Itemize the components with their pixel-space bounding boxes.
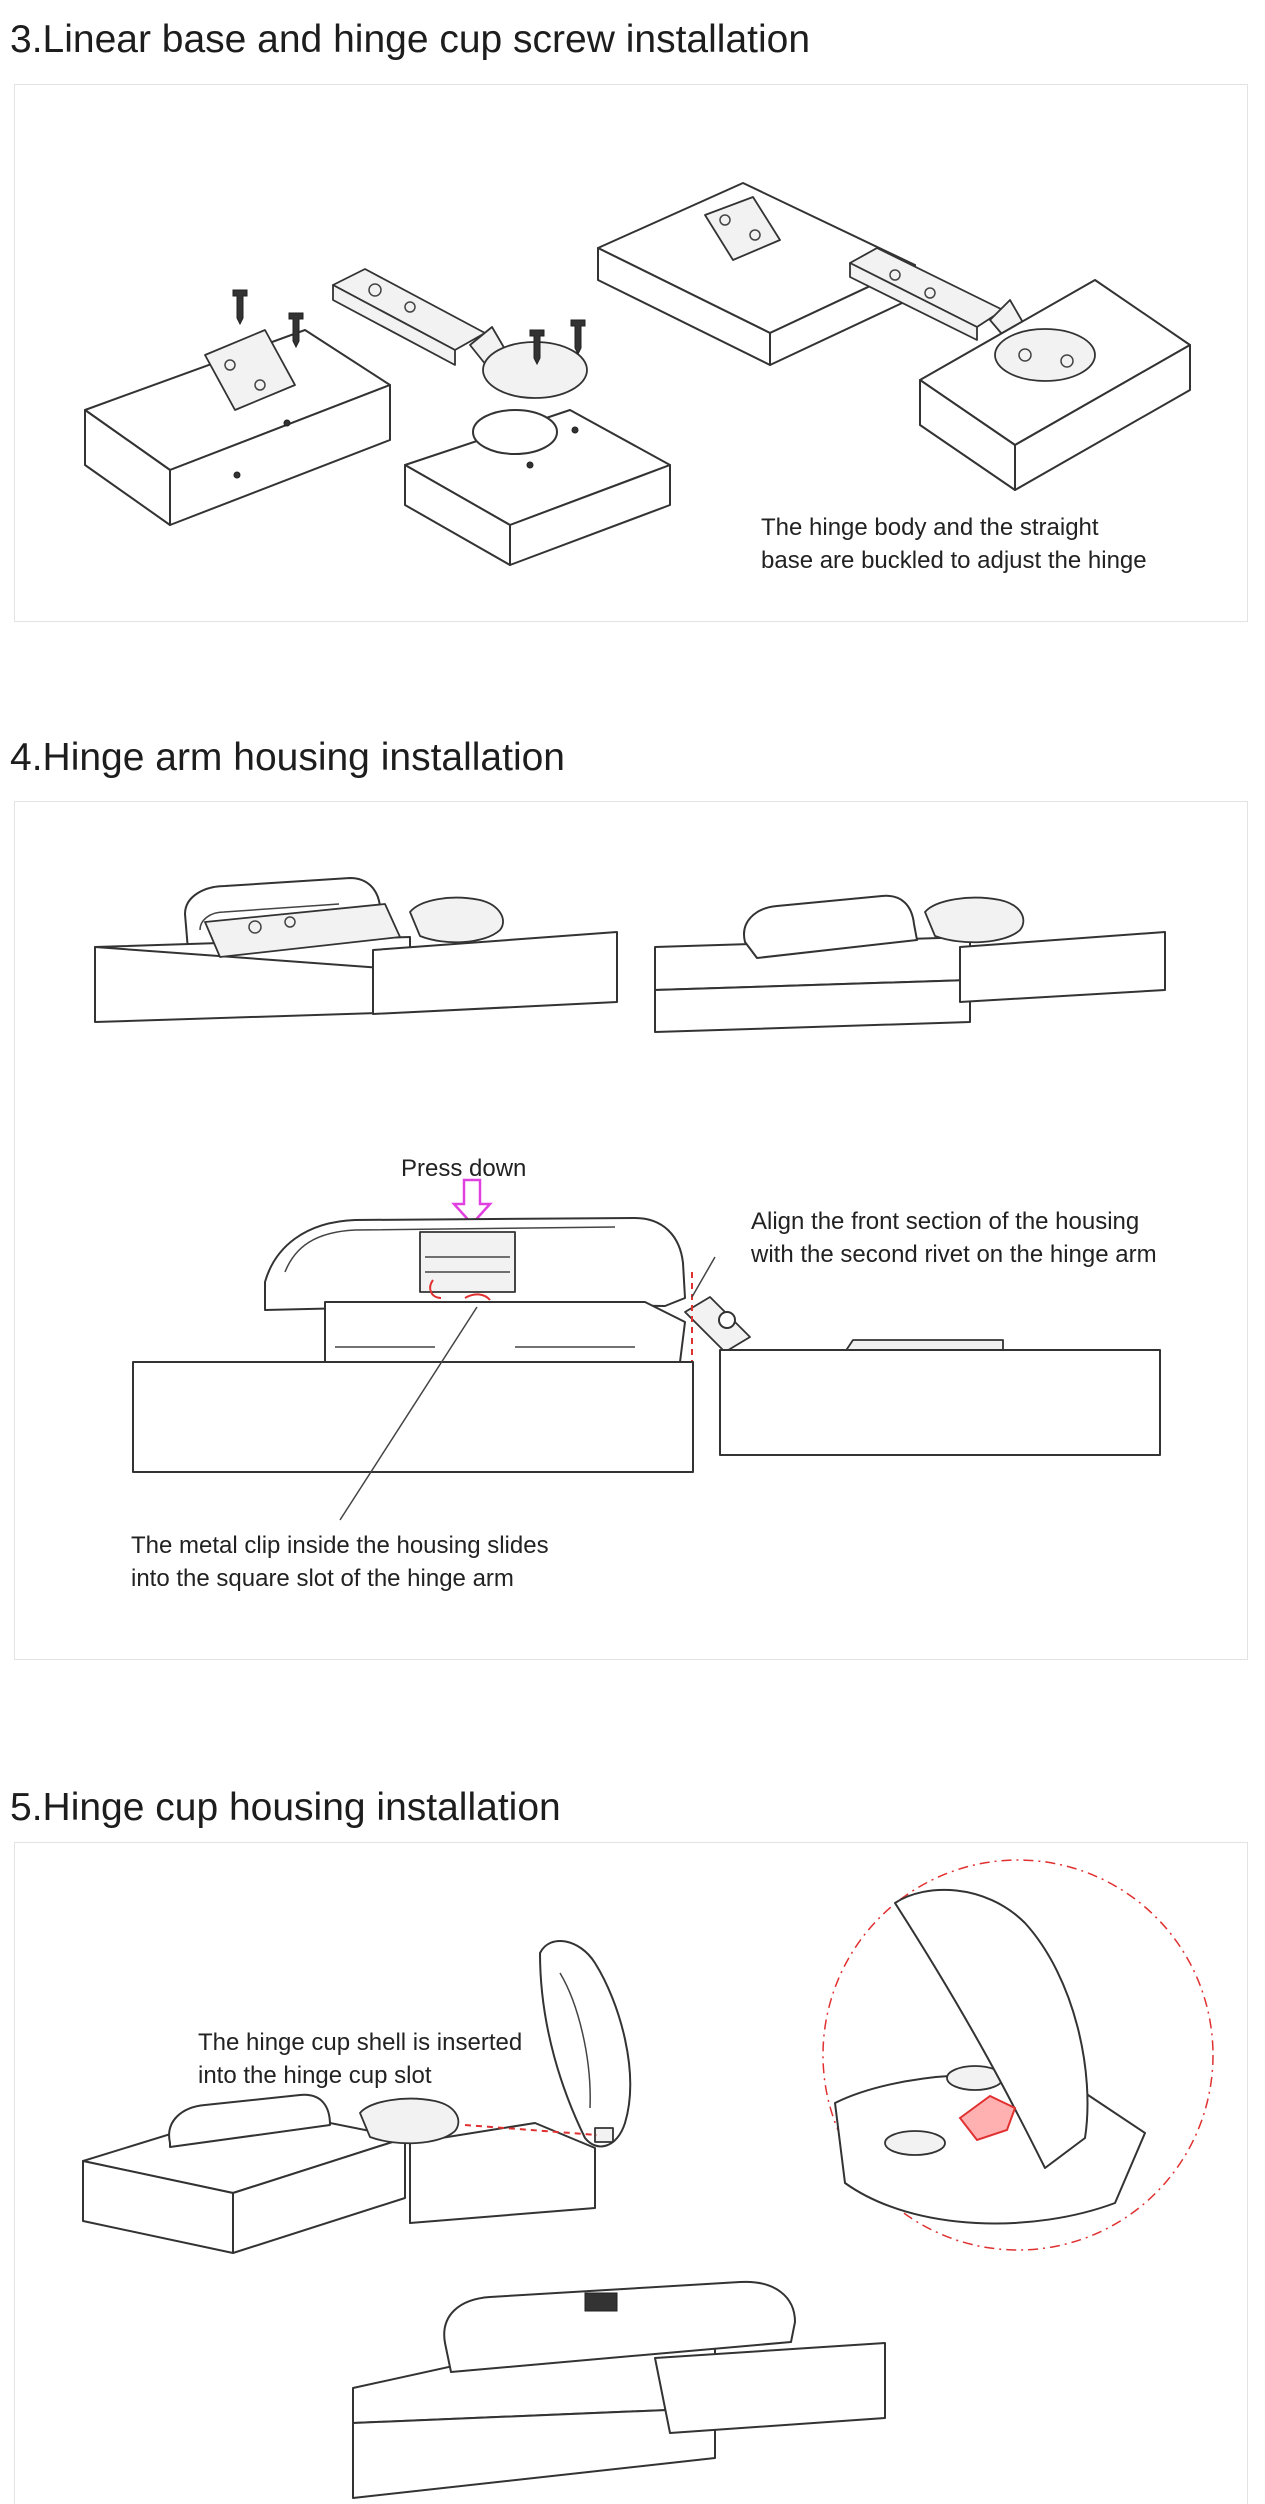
section-4-panel: Press down Align the front section of th… — [14, 801, 1248, 1660]
section-4-title: 4.Hinge arm housing installation — [10, 736, 565, 779]
cup-shell-exploded — [539, 1939, 632, 2148]
press-down-label: Press down — [401, 1155, 527, 1182]
linear-base-plate — [204, 329, 296, 479]
assembled-boards-top-right — [654, 931, 1166, 1033]
bottom-assembled-housing — [443, 2280, 796, 2373]
assembled-hinge-arm — [849, 247, 1026, 341]
section-3-illustration — [84, 182, 1191, 566]
bottom-assembled-boards — [352, 2342, 886, 2499]
section-3-caption: The hinge body and the straight base are… — [761, 514, 1147, 574]
clip-leader-line — [339, 1306, 478, 1521]
insertion-dash-line — [464, 2124, 598, 2136]
cup-board — [404, 409, 671, 566]
clip-caption: The metal clip inside the housing slides… — [131, 1532, 549, 1592]
press-down-arrow-icon — [451, 1178, 493, 1226]
section-5-title: 5.Hinge cup housing installation — [10, 1786, 561, 1829]
assembled-cup-board — [919, 279, 1191, 491]
cup-hole — [472, 409, 558, 455]
hinge-arm-exploded — [332, 268, 588, 399]
section-3-panel: The hinge body and the straight base are… — [14, 84, 1248, 622]
align-caption: Align the front section of the housing w… — [751, 1208, 1157, 1268]
section-5-caption: The hinge cup shell is inserted into the… — [198, 2029, 523, 2089]
section-view-boards — [132, 1346, 1161, 1473]
section-5-panel: The hinge cup shell is inserted into the… — [14, 1842, 1248, 2504]
screw-icon-4 — [570, 319, 586, 356]
arm-housing — [168, 2093, 331, 2148]
cup-plate — [359, 2097, 460, 2145]
hinge-arm-top-left — [204, 896, 504, 958]
assembled-housing-top-right — [743, 894, 1025, 959]
detail-zoom-circle — [822, 1859, 1214, 2251]
left-boards-top — [94, 931, 618, 1023]
screw-icon-3 — [529, 329, 545, 366]
screw-icon-1 — [232, 289, 248, 326]
screw-icon-2 — [288, 312, 304, 349]
section-5-illustration — [82, 1859, 1214, 2499]
section-3-title: 3.Linear base and hinge cup screw instal… — [10, 18, 811, 61]
section-4-illustration — [94, 877, 1166, 1521]
left-boards — [82, 2107, 596, 2254]
left-board — [84, 289, 391, 526]
